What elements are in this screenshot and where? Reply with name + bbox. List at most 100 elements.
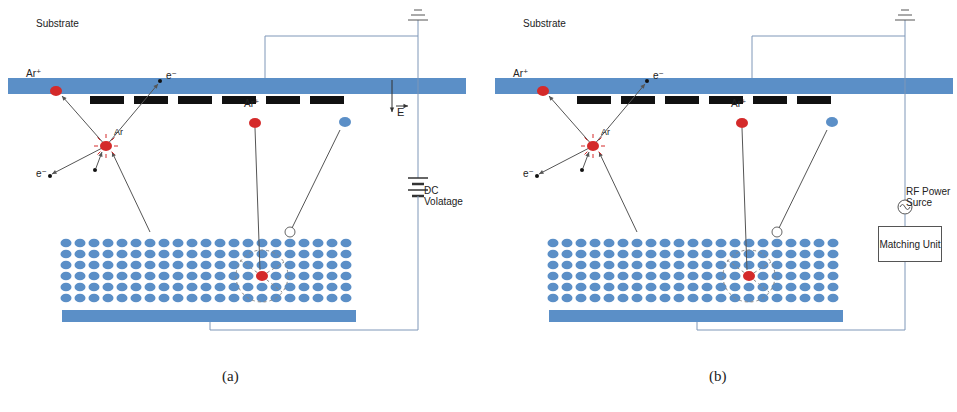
target-atom	[187, 239, 198, 248]
text-label: Substrate	[36, 18, 79, 29]
matching-unit-box: Matching Unit	[878, 226, 942, 262]
flash-ray	[581, 146, 585, 147]
target-atom	[646, 239, 657, 248]
target-atom	[702, 294, 713, 303]
wire	[697, 322, 698, 330]
text-label: RF Power Surce	[906, 186, 952, 208]
electron-out-arrow-head	[52, 170, 57, 174]
target-atom	[103, 283, 114, 292]
target-atom	[229, 239, 240, 248]
electron-in-arrow	[96, 152, 102, 168]
target-atom	[89, 250, 100, 259]
target-atom	[744, 261, 755, 270]
ion-out-arrow-head	[549, 96, 554, 101]
target-atom	[828, 272, 839, 281]
collision-cascade	[723, 250, 775, 302]
ion-out-arrow	[62, 96, 106, 146]
target-atom	[285, 239, 296, 248]
target-atom	[201, 250, 212, 259]
text-label: Ar⁺	[244, 98, 259, 109]
ion-return-arrow-head	[112, 152, 116, 157]
target-atom	[131, 283, 142, 292]
target-atom	[173, 250, 184, 259]
target-atom	[730, 283, 741, 292]
substrate-plate	[8, 78, 466, 94]
wire	[905, 178, 906, 200]
target-atom	[257, 283, 268, 292]
target-atom	[646, 283, 657, 292]
target-atom	[688, 283, 699, 292]
wire	[905, 20, 906, 178]
target-atom	[327, 283, 338, 292]
target-atom	[299, 283, 310, 292]
target-atom	[103, 261, 114, 270]
target-atom	[89, 294, 100, 303]
target-atom	[341, 294, 352, 303]
target-atom	[327, 239, 338, 248]
target-atom	[103, 250, 114, 259]
target-atom	[285, 250, 296, 259]
target-atom	[215, 261, 226, 270]
target-atom	[173, 239, 184, 248]
flash-ray	[601, 146, 605, 147]
flash-ray	[599, 152, 602, 155]
target-atom	[61, 261, 72, 270]
electron	[93, 168, 97, 172]
target-atom	[744, 250, 755, 259]
flash-ray	[593, 134, 594, 138]
target-atom	[828, 283, 839, 292]
target-atom	[299, 294, 310, 303]
implanted-ion	[743, 271, 755, 281]
target-atom	[215, 283, 226, 292]
sputter-path	[292, 130, 340, 228]
electron-out-arrow	[52, 146, 106, 174]
target-atom	[145, 261, 156, 270]
target-atom	[618, 261, 629, 270]
target-atom	[75, 272, 86, 281]
target-atom	[327, 261, 338, 270]
flash-ray	[593, 154, 594, 158]
target-atom	[327, 272, 338, 281]
target-atom	[786, 294, 797, 303]
battery-plate	[408, 177, 428, 179]
text-label: e⁻	[166, 70, 177, 81]
target-atom	[341, 283, 352, 292]
ground-symbol	[411, 15, 425, 16]
target-atom	[716, 283, 727, 292]
target-atom	[618, 294, 629, 303]
target-atom	[730, 239, 741, 248]
wire	[752, 36, 905, 37]
target-atom	[548, 239, 559, 248]
ion-out-arrow-head	[62, 96, 67, 101]
target-atom	[632, 239, 643, 248]
target-atom	[285, 272, 296, 281]
target-atom	[187, 272, 198, 281]
target-atom	[632, 250, 643, 259]
target-atom	[800, 239, 811, 248]
target-atom	[229, 272, 240, 281]
target-atom	[576, 294, 587, 303]
target-atom	[257, 261, 268, 270]
target-atom	[772, 239, 783, 248]
target-atom	[215, 239, 226, 248]
electron-in-arrow-head	[585, 152, 589, 157]
target-atom	[117, 261, 128, 270]
target-atom	[744, 294, 755, 303]
target-atom	[257, 294, 268, 303]
battery-plate	[412, 183, 424, 186]
field-arrow	[392, 80, 393, 112]
target-atom	[131, 239, 142, 248]
target-atom	[562, 239, 573, 248]
target-atom	[660, 261, 671, 270]
target-atom	[814, 283, 825, 292]
wire	[905, 262, 906, 330]
target-atom	[131, 261, 142, 270]
electron	[48, 174, 52, 178]
target-atom	[604, 239, 615, 248]
target-atom	[688, 250, 699, 259]
target-atom	[688, 294, 699, 303]
sputtered-atom	[826, 117, 838, 127]
target-atom	[772, 250, 783, 259]
target-atom	[131, 250, 142, 259]
target-atom	[313, 294, 324, 303]
